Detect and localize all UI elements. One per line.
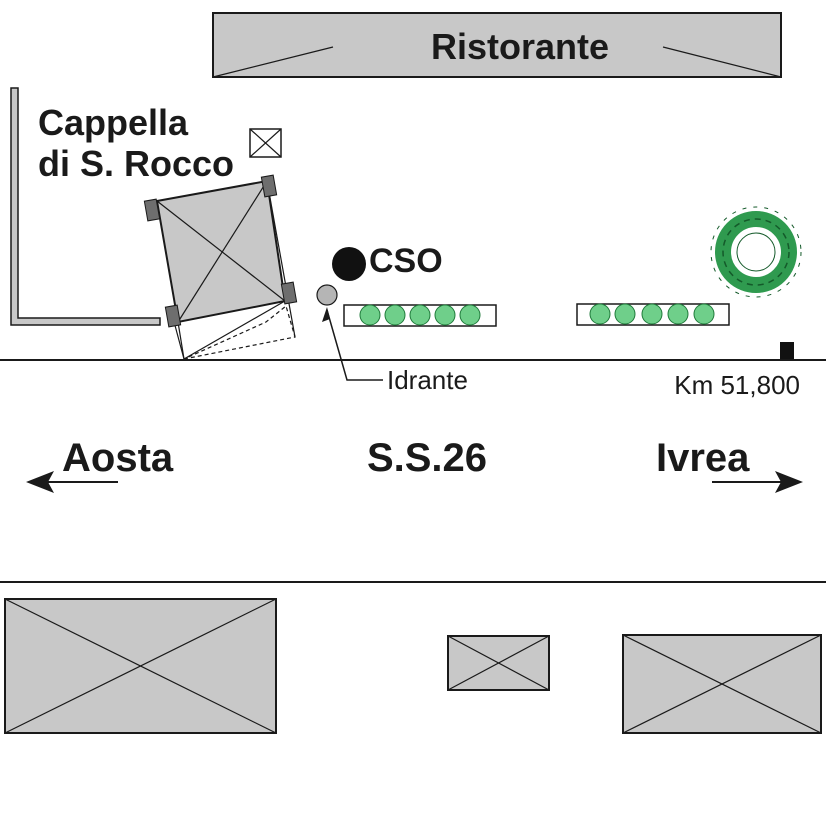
building-south-middle xyxy=(447,635,550,691)
restaurant-label: Ristorante xyxy=(431,26,609,67)
hydrant-icon xyxy=(316,284,338,306)
cso-marker-icon xyxy=(332,247,366,281)
restaurant-building: Ristorante xyxy=(212,12,782,78)
km-label: Km 51,800 xyxy=(674,370,800,400)
chapel-label-line1: Cappella xyxy=(38,102,189,143)
arrow-right-icon xyxy=(712,471,803,493)
direction-east-label: Ivrea xyxy=(656,436,750,480)
planter-right xyxy=(576,303,730,326)
planter-left xyxy=(343,304,497,327)
km-post-icon xyxy=(780,342,794,360)
tree-icon xyxy=(710,206,802,298)
chapel-label-line2: di S. Rocco xyxy=(38,143,234,184)
arrow-left-icon xyxy=(26,471,118,493)
chapel-symbol-icon xyxy=(249,128,282,158)
building-south-left xyxy=(4,598,277,734)
direction-west-label: Aosta xyxy=(62,436,174,480)
hydrant-pointer xyxy=(326,309,383,381)
hydrant-label: Idrante xyxy=(387,365,468,395)
cso-label: CSO xyxy=(369,242,443,280)
building-south-right xyxy=(622,634,822,734)
road-name-label: S.S.26 xyxy=(367,436,487,480)
boundary-wall xyxy=(10,87,161,326)
overturned-vehicle xyxy=(143,174,298,360)
